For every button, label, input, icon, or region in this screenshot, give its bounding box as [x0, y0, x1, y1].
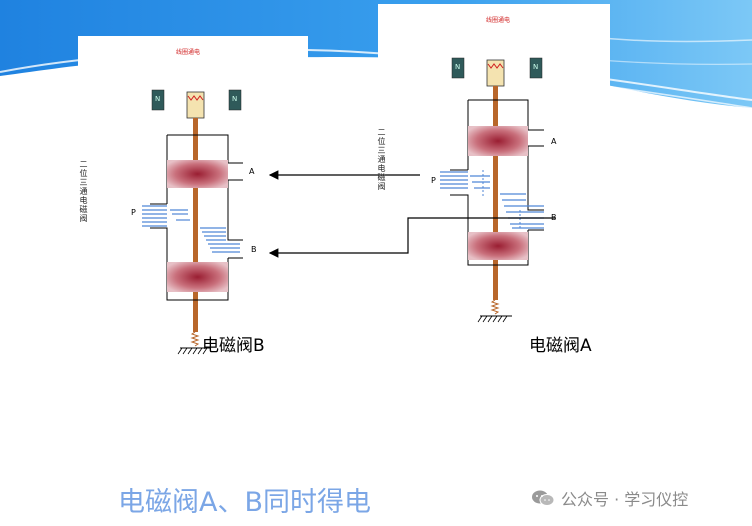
side-text-center: 二位三通电磁阀	[377, 128, 386, 191]
magnet-right-a	[529, 57, 543, 79]
coil-title-b: 线圈通电	[176, 49, 201, 56]
port-p-label-a: P	[431, 176, 436, 185]
port-p-label-b: P	[131, 208, 136, 217]
spool-lower-b	[167, 262, 228, 292]
coil-a	[486, 59, 505, 87]
stem-b	[193, 118, 198, 332]
valve-b	[142, 89, 243, 355]
port-a-label-a: A	[551, 137, 557, 146]
port-b-label-b: B	[251, 245, 257, 254]
magnet-left-a	[451, 57, 465, 79]
magnet-letter-a-left: N	[455, 63, 461, 71]
stem-a	[493, 86, 498, 300]
magnet-letter-b-left: N	[155, 95, 161, 103]
side-text-left: 二位三通电磁阀	[79, 160, 88, 223]
pipe-b-to-b-lower	[268, 217, 555, 258]
coil-b	[186, 91, 205, 119]
magnet-letter-a-right: N	[533, 63, 539, 71]
port-b-label-a: B	[551, 213, 557, 222]
watermark: 公众号 · 学习仪控	[531, 486, 688, 510]
magnet-right-b	[228, 89, 242, 111]
watermark-text: 公众号 · 学习仪控	[561, 490, 689, 509]
valve-body-a	[450, 99, 544, 266]
slide-caption: 电磁阀A、B同时得电	[118, 487, 371, 518]
valve-b-label: 电磁阀B	[202, 336, 265, 356]
valve-body-b	[150, 134, 243, 301]
magnet-letter-b-right: N	[232, 95, 238, 103]
spool-lower-a	[468, 232, 528, 260]
coil-title-a: 线圈通电	[486, 17, 511, 24]
port-a-label-b: A	[249, 167, 255, 176]
valve-a-label: 电磁阀A	[529, 336, 592, 356]
spring-b	[190, 331, 200, 347]
magnet-left-b	[151, 89, 165, 111]
air-flow-b	[142, 205, 240, 253]
valve-a	[440, 57, 544, 323]
wechat-icon	[532, 490, 555, 506]
spool-upper-a	[468, 126, 528, 156]
air-flow-a	[440, 171, 544, 229]
spring-a	[490, 299, 500, 315]
spool-upper-b	[167, 160, 228, 188]
